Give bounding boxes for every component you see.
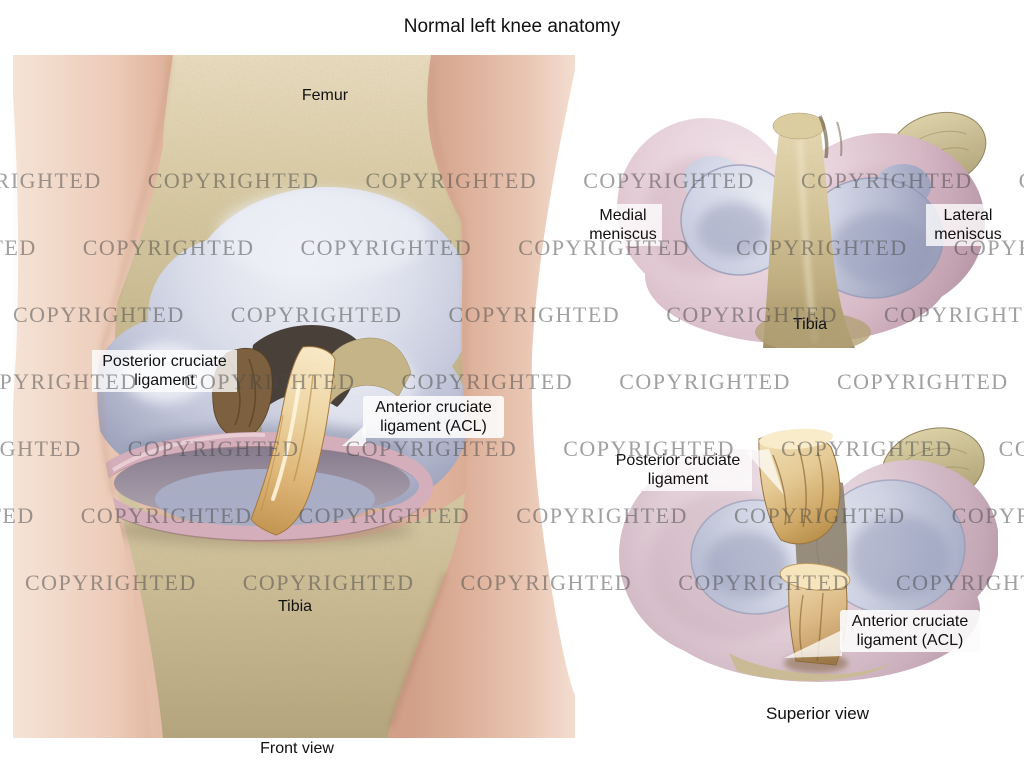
tibia-front-label: Tibia: [277, 598, 313, 615]
notch-bone-arch: [314, 337, 412, 406]
acl-superior-label-pointer: [784, 630, 842, 658]
superior-view-caption: Superior view: [766, 704, 869, 723]
tibia-bone-center: [755, 112, 871, 348]
posterior-cruciate-ligament: [758, 428, 841, 545]
pcl-front-label: Posterior cruciate ligament: [92, 350, 237, 392]
medial-meniscus-label: Medial meniscus: [584, 204, 662, 246]
lateral-cartilage-surface: [816, 479, 966, 615]
anterior-cruciate-ligament: [250, 346, 336, 536]
acl-front-label: Anterior cruciate ligament (ACL): [363, 396, 504, 438]
acl-front-label-pointer: [342, 424, 366, 446]
left-silhouette-white: [13, 95, 19, 415]
front-view-illustration: [13, 55, 575, 738]
acl-superior-label: Anterior cruciate ligament (ACL): [840, 610, 980, 652]
femur-label: Femur: [301, 87, 349, 104]
lateral-meniscus-label: Lateral meniscus: [926, 204, 1010, 246]
front-view-caption: Front view: [260, 740, 334, 757]
right-silhouette-white: [531, 70, 575, 695]
anterior-bone-rim: [729, 653, 891, 681]
left-skin: [13, 55, 173, 738]
meniscus-ring: [91, 432, 433, 542]
pcl-superior-label-pointer: [746, 449, 784, 495]
pcl-superior-label: Posterior cruciate ligament: [604, 449, 752, 491]
lateral-cartilage-surface: [802, 164, 944, 299]
page-title: Normal left knee anatomy: [403, 16, 621, 37]
tibia-top-label: Tibia: [792, 316, 828, 333]
superior-view-top-illustration: [617, 111, 987, 348]
